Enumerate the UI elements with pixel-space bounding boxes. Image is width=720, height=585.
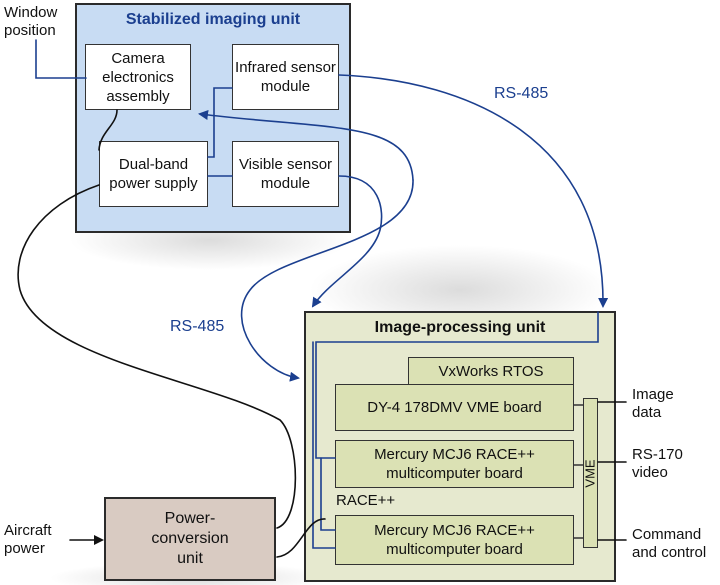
infrared-sensor-label: Infrared sensor module	[235, 59, 336, 95]
mercury-board-2: Mercury MCJ6 RACE++ multicomputer board	[335, 515, 574, 565]
vme-bus-bar: VME	[583, 398, 598, 548]
camera-electronics-box: Camera electronics assembly	[85, 44, 191, 110]
rs485-left-label: RS-485	[170, 318, 225, 335]
dy4-vme-board-label: DY-4 178DMV VME board	[367, 399, 542, 416]
vme-bus-label: VME	[583, 458, 599, 488]
command-control-label: Command and control	[632, 526, 707, 561]
image-data-label: Image data	[632, 386, 674, 421]
rs485-infrared-link	[338, 74, 609, 308]
race-bus-label: RACE++	[336, 492, 396, 509]
power-conversion-unit: Power-conversion unit	[104, 497, 276, 581]
visible-sensor-label: Visible sensor module	[238, 156, 333, 192]
dual-band-supply-label: Dual-band power supply	[109, 156, 198, 192]
aircraft-power-label: Aircraft power	[4, 522, 52, 557]
rs170-video-label: RS-170 video	[632, 446, 683, 481]
mercury-board-1-label: Mercury MCJ6 RACE++ multicomputer board	[374, 446, 535, 482]
supply-power-cable	[17, 184, 297, 529]
power-conversion-label: Power-conversion unit	[151, 510, 229, 567]
dy4-vme-board: DY-4 178DMV VME board	[335, 384, 574, 431]
mercury-board-1: Mercury MCJ6 RACE++ multicomputer board	[335, 440, 574, 488]
vxworks-rtos-label: VxWorks RTOS	[438, 363, 544, 380]
dual-band-supply-box: Dual-band power supply	[99, 141, 208, 207]
rs485-top-label: RS-485	[494, 85, 549, 102]
visible-sensor-box: Visible sensor module	[232, 141, 339, 207]
window-position-label: Window position	[4, 4, 58, 39]
infrared-sensor-box: Infrared sensor module	[232, 44, 339, 110]
image-processing-unit-title: Image-processing unit	[374, 319, 546, 336]
vxworks-rtos-box: VxWorks RTOS	[408, 357, 574, 386]
stabilized-imaging-unit-title: Stabilized imaging unit	[125, 11, 301, 28]
mercury-board-2-label: Mercury MCJ6 RACE++ multicomputer board	[374, 522, 535, 558]
camera-electronics-label: Camera electronics assembly	[102, 49, 174, 105]
